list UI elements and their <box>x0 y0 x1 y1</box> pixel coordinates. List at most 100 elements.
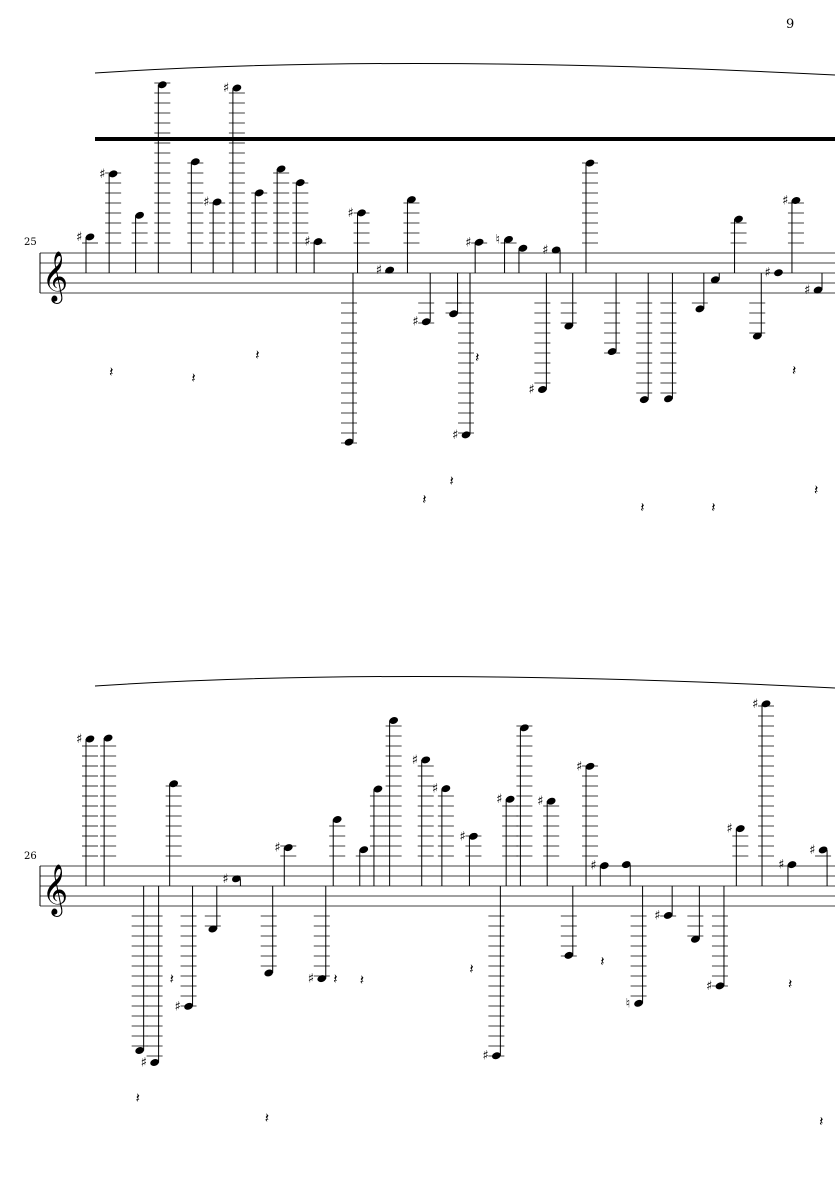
notehead <box>103 734 113 742</box>
notehead <box>474 238 484 246</box>
notehead <box>232 84 242 92</box>
sharp-sign: ♯ <box>412 315 418 330</box>
sharp-sign: ♯ <box>706 979 712 994</box>
notehead <box>421 318 431 326</box>
sharp-sign: ♯ <box>203 195 209 210</box>
measure-number-25: 25 <box>24 237 37 248</box>
sharp-sign: ♯ <box>764 266 770 281</box>
notehead <box>599 862 609 870</box>
sharp-sign: ♯ <box>542 243 548 258</box>
sharp-sign: ♯ <box>804 283 810 298</box>
notehead <box>85 735 95 743</box>
notehead <box>359 846 369 854</box>
sharp-sign: ♯ <box>576 759 582 774</box>
slur <box>94 675 835 689</box>
notehead <box>791 197 801 204</box>
notehead <box>332 816 342 823</box>
notehead <box>135 1047 145 1054</box>
sharp-sign: ♯ <box>590 859 596 874</box>
rest: 𝄽 <box>600 954 604 970</box>
sharp-sign: ♯ <box>76 230 82 245</box>
sharp-sign: ♯ <box>141 1055 147 1070</box>
notehead <box>344 438 354 446</box>
sharp-sign: ♯ <box>274 841 280 856</box>
slur <box>94 62 835 76</box>
notehead <box>710 276 720 284</box>
notehead <box>734 215 743 223</box>
sharp-sign: ♯ <box>654 908 660 923</box>
measure-number-26: 26 <box>24 851 37 862</box>
treble-clef: 𝄞 <box>42 864 68 917</box>
notehead <box>551 246 561 254</box>
notehead <box>407 196 416 204</box>
treble-clef: 𝄞 <box>42 251 68 304</box>
rest: 𝄽 <box>170 972 174 988</box>
rest: 𝄽 <box>788 976 792 992</box>
rest: 𝄽 <box>792 363 796 379</box>
natural-sign: ♮ <box>626 996 631 1011</box>
sharp-sign: ♯ <box>432 782 438 797</box>
rest: 𝄽 <box>640 500 644 516</box>
notehead <box>787 861 797 869</box>
rest: 𝄽 <box>711 500 715 516</box>
notehead <box>385 266 395 274</box>
notehead <box>317 975 327 983</box>
notehead <box>208 925 218 933</box>
rest: 𝄽 <box>814 483 818 499</box>
notehead <box>135 211 144 219</box>
rest: 𝄽 <box>360 973 364 989</box>
sharp-sign: ♯ <box>348 206 354 221</box>
notehead <box>774 269 783 277</box>
sharp-sign: ♯ <box>809 843 815 858</box>
sharp-sign: ♯ <box>452 428 458 443</box>
rest: 𝄽 <box>265 1111 269 1127</box>
notehead <box>761 700 771 708</box>
notehead <box>150 1059 159 1066</box>
notehead <box>373 785 383 793</box>
rest: 𝄽 <box>475 350 479 366</box>
notehead <box>752 332 762 340</box>
sharp-sign: ♯ <box>782 194 788 209</box>
sharp-sign: ♯ <box>459 829 465 844</box>
notehead <box>169 780 179 788</box>
rest: 𝄽 <box>191 371 195 387</box>
sharp-sign: ♯ <box>223 81 229 96</box>
notehead <box>639 396 649 404</box>
rest: 𝄽 <box>469 962 473 978</box>
notehead <box>389 717 399 724</box>
sharp-sign: ♯ <box>465 235 471 250</box>
sharp-sign: ♯ <box>752 697 758 712</box>
notehead <box>518 244 528 252</box>
notehead <box>690 935 700 943</box>
notehead <box>441 785 451 793</box>
notehead <box>621 861 631 869</box>
notehead <box>546 797 556 805</box>
notehead <box>538 386 547 393</box>
notehead <box>449 310 458 318</box>
notehead <box>634 999 643 1007</box>
sharp-sign: ♯ <box>76 732 82 747</box>
natural-sign: ♮ <box>496 232 501 247</box>
rest: 𝄽 <box>450 473 454 489</box>
notehead <box>190 158 200 166</box>
notehead <box>108 170 118 178</box>
sharp-sign: ♯ <box>496 792 502 807</box>
sharp-sign: ♯ <box>376 263 382 278</box>
sharp-sign: ♯ <box>726 822 732 837</box>
notehead <box>813 286 823 294</box>
sharp-sign: ♯ <box>99 167 105 182</box>
sharp-sign: ♯ <box>175 999 181 1014</box>
notehead <box>421 756 431 764</box>
notehead <box>695 305 705 313</box>
notehead <box>818 846 828 854</box>
rest: 𝄽 <box>422 492 426 508</box>
sharp-sign: ♯ <box>304 235 310 250</box>
notehead <box>735 825 745 833</box>
sharp-sign: ♯ <box>528 383 534 398</box>
rest: 𝄽 <box>109 364 113 380</box>
sharp-sign: ♯ <box>482 1049 488 1064</box>
sharp-sign: ♯ <box>308 972 314 987</box>
notehead <box>276 165 286 173</box>
notehead <box>505 795 515 803</box>
